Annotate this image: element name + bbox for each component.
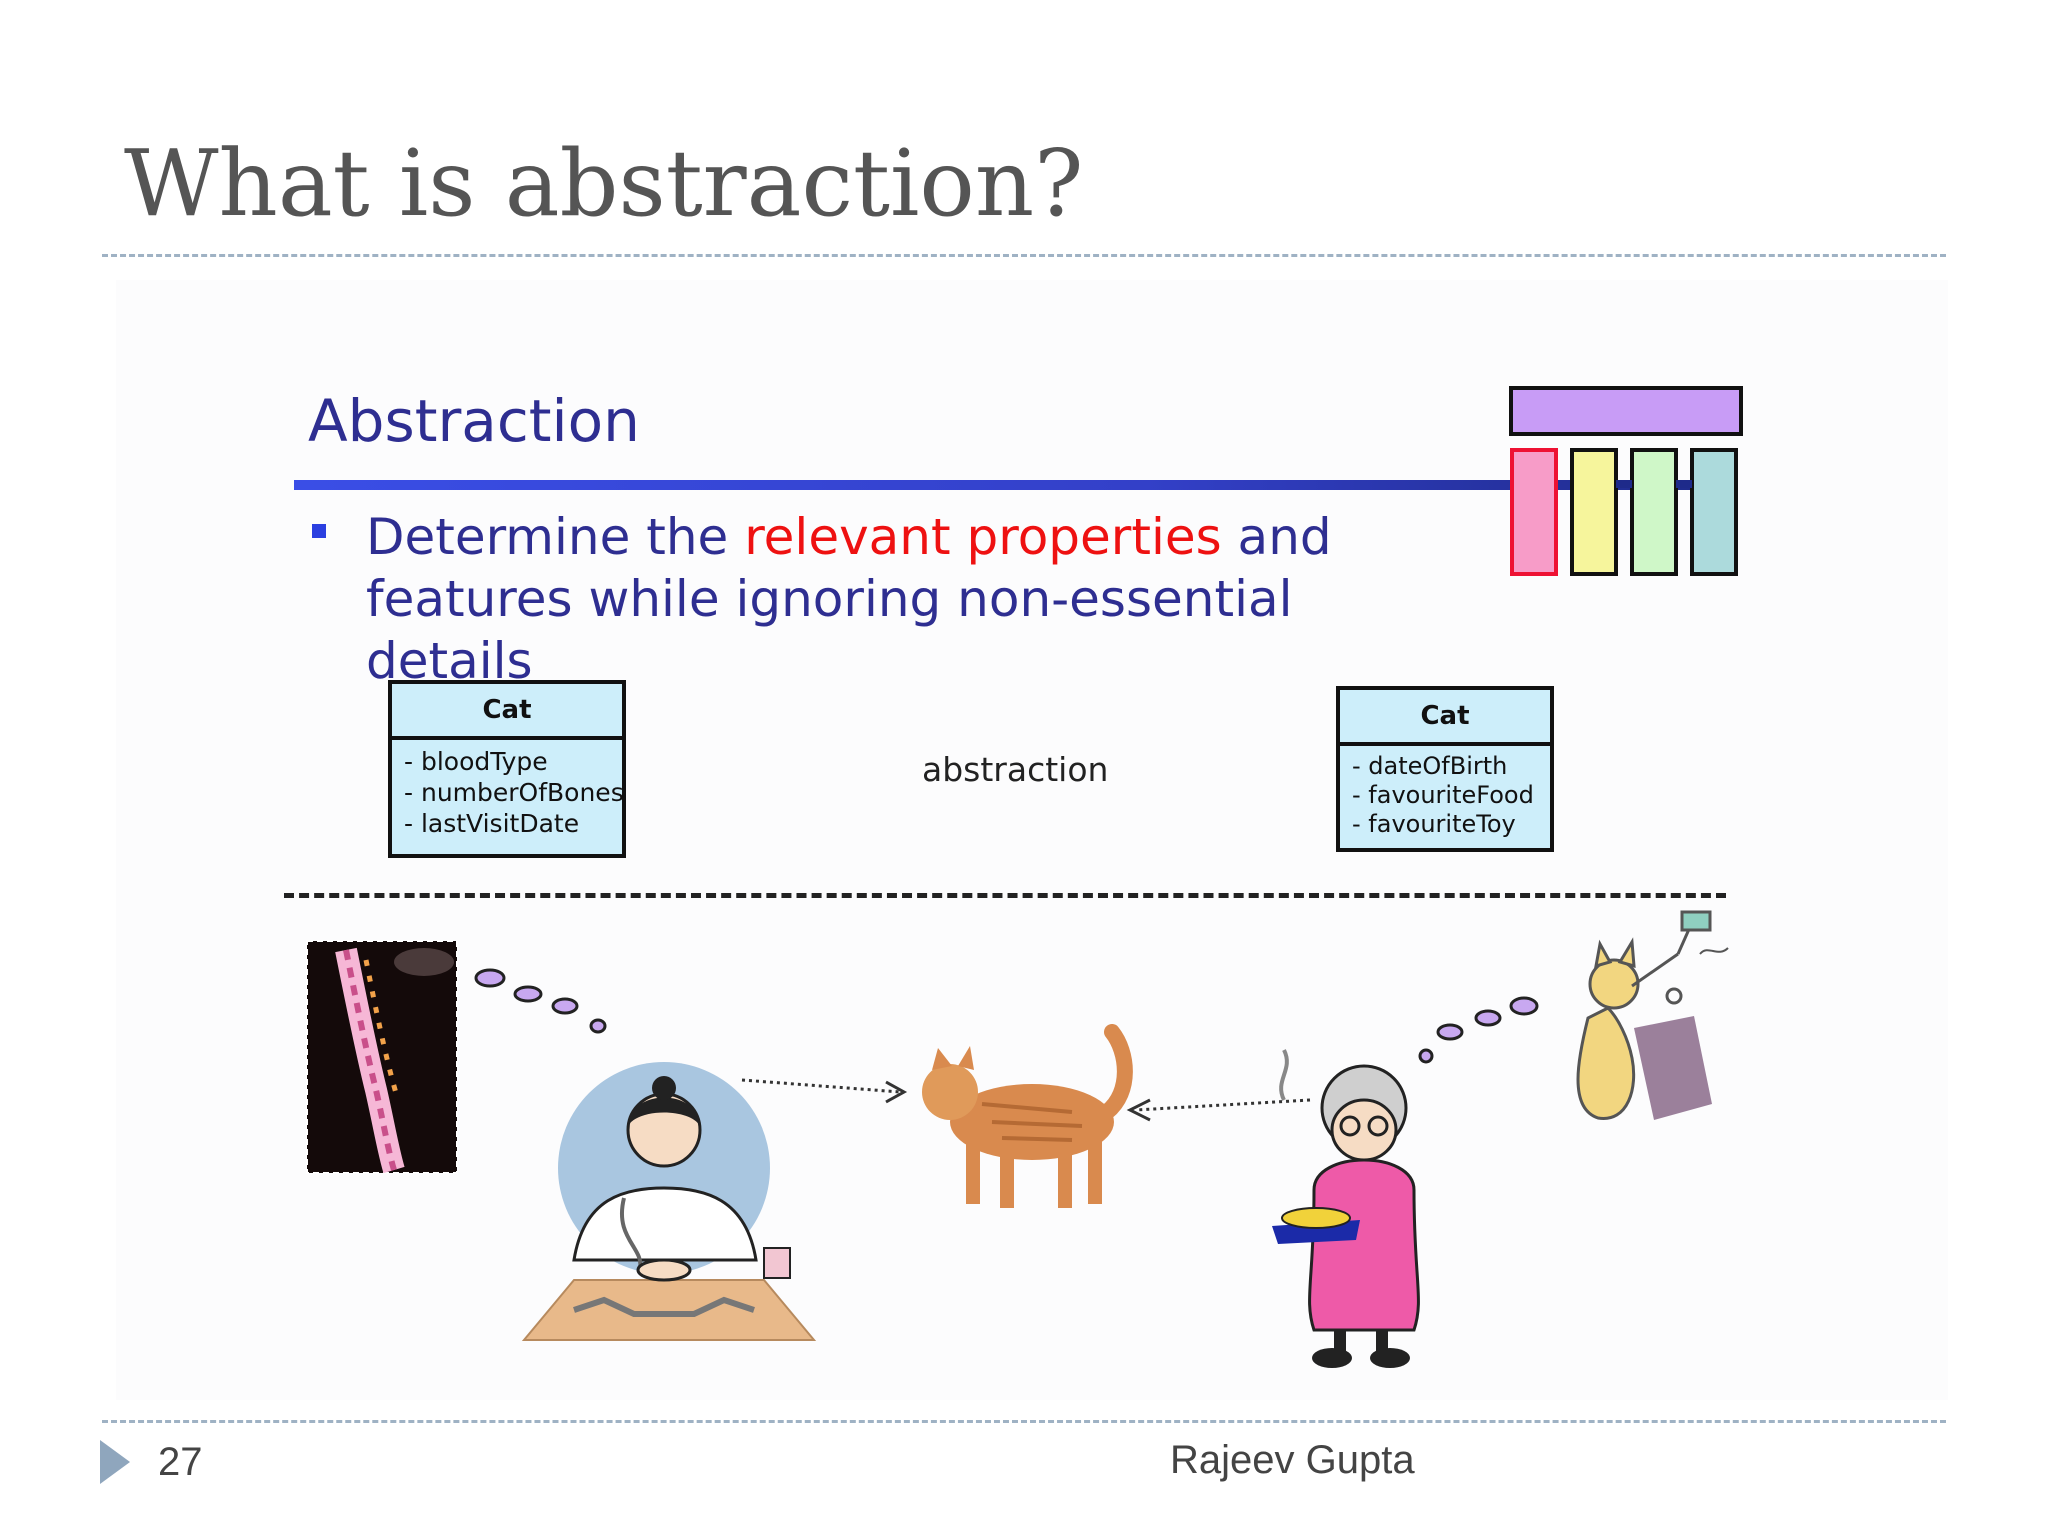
bullet-text: Determine the relevant properties and fe…: [366, 506, 1466, 692]
arrow-grandma-to-cat: [1126, 1098, 1311, 1122]
class-blocks-icon: [1509, 386, 1743, 576]
bullet-text-part2: and features while ignoring non-essentia…: [366, 508, 1332, 690]
arrow-vet-to-cat: [741, 1078, 908, 1104]
thought-bubbles-left: [474, 968, 607, 1034]
bullet-text-highlight: relevant properties: [744, 508, 1222, 566]
left-class-attribute: - numberOfBones: [404, 778, 624, 807]
separator-line: [284, 893, 1726, 898]
bullet-marker: [312, 524, 326, 538]
page-number: 27: [158, 1440, 203, 1484]
right-cat-class: Cat - dateOfBirth - favouriteFood - favo…: [1336, 686, 1554, 852]
bullet-text-part1: Determine the: [366, 508, 745, 566]
author-name: Rajeev Gupta: [1170, 1438, 1415, 1482]
left-class-attribute: - lastVisitDate: [404, 809, 580, 838]
left-class-attribute: - bloodType: [404, 747, 548, 776]
section-heading: Abstraction: [308, 387, 640, 455]
right-class-attribute: - dateOfBirth: [1352, 752, 1508, 780]
cat-image: [922, 1024, 1133, 1208]
vet-illustration: [521, 1062, 817, 1341]
right-class-name: Cat: [1340, 690, 1550, 746]
right-class-attribute: - favouriteFood: [1352, 781, 1534, 809]
grandma-illustration: [1272, 1049, 1420, 1368]
left-class-attributes: - bloodType - numberOfBones - lastVisitD…: [392, 740, 624, 845]
slide-title: What is abstraction?: [124, 130, 1084, 237]
cat-toy-illustration: [1576, 910, 1729, 1120]
heading-underline: [294, 480, 1714, 490]
title-divider: [102, 254, 1946, 257]
right-class-attributes: - dateOfBirth - favouriteFood - favourit…: [1340, 746, 1550, 845]
footer-divider: [102, 1420, 1946, 1423]
left-class-name: Cat: [392, 684, 622, 740]
slide-arrow-icon: [100, 1440, 130, 1484]
right-class-attribute: - favouriteToy: [1352, 810, 1516, 838]
left-cat-class: Cat - bloodType - numberOfBones - lastVi…: [388, 680, 626, 858]
abstraction-label: abstraction: [922, 750, 1109, 789]
spine-image: [306, 940, 458, 1174]
thought-bubbles-right: [1418, 996, 1539, 1064]
